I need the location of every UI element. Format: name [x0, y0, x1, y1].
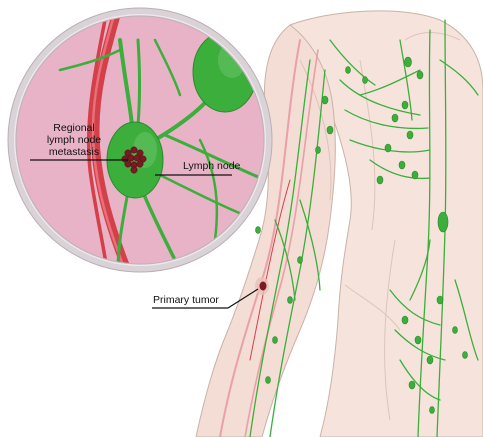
- lymph-node: [346, 67, 351, 74]
- lymph-node: [363, 77, 368, 84]
- lymph-node: [453, 327, 458, 334]
- tumor-cell: [137, 161, 143, 167]
- lymph-node: [409, 381, 415, 389]
- lymph-node: [430, 407, 435, 414]
- tumor-cell: [125, 161, 131, 167]
- lymph-node: [402, 101, 408, 109]
- lymph-node: [399, 161, 405, 169]
- lymph-node: [427, 356, 433, 364]
- lymph-node: [402, 316, 408, 324]
- primary-tumor-spot: [260, 282, 267, 291]
- primary-tumor-label: Primary tumor: [153, 294, 219, 306]
- lymph-node: [415, 336, 421, 344]
- lymph-node: [405, 57, 412, 67]
- lymph-node: [438, 212, 448, 232]
- lymph-node: [417, 71, 423, 79]
- lymph-node: [266, 377, 271, 384]
- regional-label-line-2: lymph node: [18, 134, 130, 146]
- primary-tumor-site: [255, 277, 269, 295]
- regional-lymph-node-metastasis-label: Regional lymph node metastasis: [18, 122, 130, 158]
- lymph-node: [377, 176, 383, 184]
- lymph-node: [407, 131, 413, 139]
- lymph-node-label: Lymph node: [183, 160, 240, 172]
- lymph-node: [385, 144, 391, 152]
- lymph-node: [316, 147, 321, 154]
- tumor-cell: [134, 155, 140, 161]
- regional-label-line-1: Regional: [18, 122, 130, 134]
- tumor-cell: [131, 167, 137, 173]
- lymph-node: [463, 352, 468, 359]
- lymph-node: [322, 96, 328, 104]
- lymph-node: [327, 126, 333, 134]
- lymph-node: [437, 296, 443, 304]
- lymph-vessel-magnified: [138, 40, 140, 125]
- tumor-cell: [131, 147, 137, 153]
- lymph-node: [273, 337, 278, 344]
- lymph-node: [298, 257, 303, 264]
- regional-label-line-3: metastasis: [18, 146, 130, 158]
- lymph-node: [392, 114, 398, 122]
- lymph-node: [412, 171, 418, 179]
- lymph-node: [288, 297, 293, 304]
